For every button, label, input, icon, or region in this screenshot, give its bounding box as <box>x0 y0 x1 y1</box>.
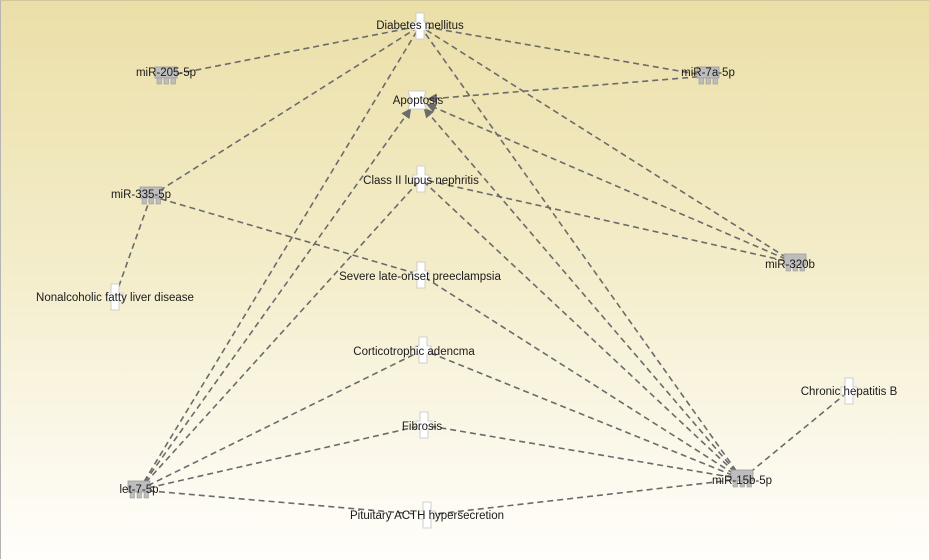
mirna-pin <box>163 77 169 85</box>
node-cortico[interactable]: Corticotrophic adencma <box>353 336 475 364</box>
mirna-pin <box>746 480 752 488</box>
edge-mir335-preeclampsia[interactable] <box>150 195 422 276</box>
node-label-let7: let-7-5p <box>120 484 159 496</box>
edge-mir320b-apoptosis[interactable] <box>426 103 796 264</box>
edge-mir205-diabetes[interactable] <box>165 25 421 77</box>
edge-mir15b-diabetes[interactable] <box>419 25 743 480</box>
mirna-pin <box>799 264 805 272</box>
node-diabetes[interactable]: Diabetes mellitus <box>376 12 464 40</box>
mirna-pin <box>141 197 147 205</box>
mirna-pin <box>136 491 142 499</box>
disease-icon <box>411 12 429 40</box>
edge-mir320b-diabetes[interactable] <box>419 25 796 264</box>
node-mir7a[interactable]: miR-7a-5p <box>681 66 735 85</box>
mirna-pin <box>792 264 798 272</box>
mirna-pin <box>712 77 718 85</box>
node-label-fibrosis: Fibrosis <box>402 421 443 433</box>
edge-mir7a-diabetes[interactable] <box>419 25 709 77</box>
node-label-acth: Pituitary ACTH hypersecretion <box>350 510 504 522</box>
edge-let7-acth[interactable] <box>138 489 428 516</box>
edge-mir320b-class2[interactable] <box>420 178 796 264</box>
node-label-mir320b: miR-320b <box>765 259 815 271</box>
mirna-pin <box>739 480 745 488</box>
edge-mir335-nafld[interactable] <box>114 195 152 298</box>
edge-let7-cortico[interactable] <box>138 349 424 491</box>
node-label-diabetes: Diabetes mellitus <box>376 20 464 32</box>
node-label-mir15b: miR-15b-5p <box>712 475 772 487</box>
node-mir335[interactable]: miR-335-5p <box>111 186 171 205</box>
edge-mir15b-apoptosis[interactable] <box>423 107 743 480</box>
node-label-nafld: Nonalcoholic fatty liver disease <box>36 292 194 304</box>
edge-mir15b-preeclampsia[interactable] <box>420 274 743 480</box>
disease-icon <box>414 336 432 364</box>
mirna-pin <box>705 77 711 85</box>
node-label-apoptosis: Apoptosis <box>393 95 444 107</box>
edge-mir15b-fibrosis[interactable] <box>423 424 743 480</box>
mirna-pin <box>698 77 704 85</box>
function-icon <box>407 90 427 110</box>
mirna-pin <box>155 197 161 205</box>
mirna-pin <box>156 77 162 85</box>
node-label-hepb: Chronic hepatitis B <box>801 386 898 398</box>
node-mir205[interactable]: miR-205-5p <box>136 66 196 85</box>
node-let7[interactable]: let-7-5p <box>120 480 159 499</box>
mirna-pin <box>129 491 135 499</box>
edge-let7-fibrosis[interactable] <box>138 424 425 491</box>
node-class2[interactable]: Class II lupus nephritis <box>363 165 479 193</box>
node-apoptosis[interactable]: Apoptosis <box>393 90 444 110</box>
edge-mir15b-acth[interactable] <box>426 478 743 516</box>
edge-let7-class2[interactable] <box>138 178 422 491</box>
disease-icon <box>418 501 436 529</box>
node-label-class2: Class II lupus nephritis <box>363 175 479 187</box>
node-hepb[interactable]: Chronic hepatitis B <box>801 377 898 405</box>
mirna-pin <box>732 480 738 488</box>
node-nafld[interactable]: Nonalcoholic fatty liver disease <box>36 283 194 311</box>
node-mir15b[interactable]: miR-15b-5p <box>712 469 772 488</box>
edge-let7-apoptosis[interactable] <box>138 108 412 491</box>
edge-mir15b-class2[interactable] <box>420 178 743 480</box>
disease-icon <box>840 377 858 405</box>
node-fibrosis[interactable]: Fibrosis <box>402 411 443 439</box>
edges-layer <box>114 25 850 516</box>
node-mir320b[interactable]: miR-320b <box>765 253 815 272</box>
node-label-mir7a: miR-7a-5p <box>681 67 735 79</box>
node-preeclampsia[interactable]: Severe late-onset preeclampsia <box>339 261 501 289</box>
node-acth[interactable]: Pituitary ACTH hypersecretion <box>350 501 504 529</box>
disease-icon <box>106 283 124 311</box>
node-label-cortico: Corticotrophic adencma <box>353 346 475 358</box>
mirna-pin <box>148 197 154 205</box>
node-label-preeclampsia: Severe late-onset preeclampsia <box>339 271 501 283</box>
disease-icon <box>412 165 430 193</box>
mirna-pin <box>143 491 149 499</box>
edge-let7-diabetes[interactable] <box>138 25 421 491</box>
edge-mir335-diabetes[interactable] <box>150 25 421 197</box>
node-label-mir335: miR-335-5p <box>111 189 171 201</box>
disease-icon <box>415 411 433 439</box>
mirna-pin <box>170 77 176 85</box>
edge-mir15b-hepb[interactable] <box>741 390 850 480</box>
edge-mir7a-apoptosis[interactable] <box>426 75 709 104</box>
node-label-mir205: miR-205-5p <box>136 67 196 79</box>
disease-icon <box>412 261 430 289</box>
mirna-pin <box>785 264 791 272</box>
edge-mir15b-cortico[interactable] <box>422 349 743 480</box>
